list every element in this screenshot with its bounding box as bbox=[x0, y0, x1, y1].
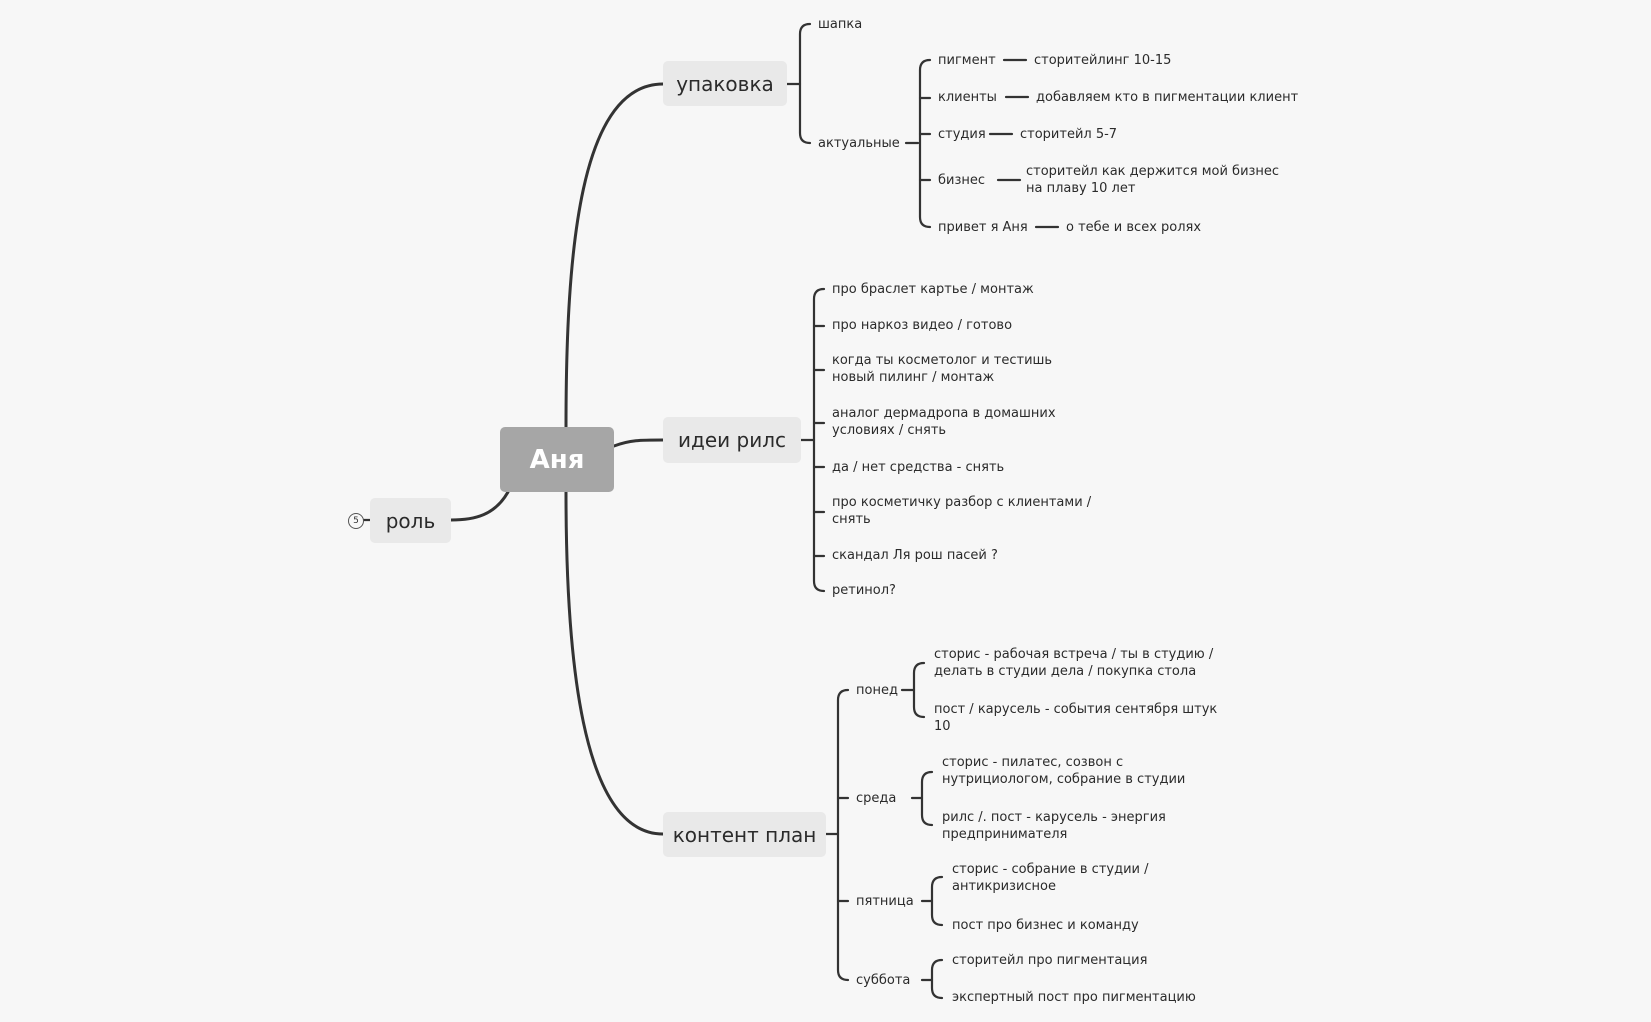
branch-upakovka[interactable]: упаковка bbox=[663, 61, 787, 106]
day-ponedelnik[interactable]: понед bbox=[856, 683, 898, 698]
branch-rol-label: роль bbox=[385, 508, 436, 533]
day-pyatnitsa[interactable]: пятница bbox=[856, 894, 914, 909]
connector-root-kontent bbox=[564, 490, 665, 836]
connector-root-upakovka bbox=[564, 82, 665, 429]
topic-studiya-child[interactable]: сторитейл 5-7 bbox=[1020, 127, 1118, 142]
connector-root-rol bbox=[449, 490, 510, 522]
idea-item[interactable]: про наркоз видео / готово bbox=[832, 318, 1013, 333]
plan-item[interactable]: сторис - рабочая встреча / ты в студию /… bbox=[934, 647, 1214, 679]
branch-idei-rils[interactable]: идеи рилс bbox=[663, 417, 801, 463]
topic-aktualnye[interactable]: актуальные bbox=[818, 136, 900, 151]
topic-privet-child[interactable]: о тебе и всех ролях bbox=[1066, 220, 1202, 235]
day-sreda[interactable]: среда bbox=[856, 791, 897, 806]
day-subbota[interactable]: суббота bbox=[856, 973, 911, 988]
topic-pigment[interactable]: пигмент bbox=[938, 53, 996, 68]
branch-upakovka-label: упаковка bbox=[676, 71, 774, 96]
idea-item[interactable]: когда ты косметолог и тестишь новый пили… bbox=[832, 353, 1053, 385]
plan-item[interactable]: пост про бизнес и команду bbox=[952, 918, 1139, 933]
branch-kontent-plan-label: контент план bbox=[672, 822, 817, 847]
branch-rol[interactable]: роль bbox=[370, 498, 451, 543]
root-topic[interactable]: Аня bbox=[500, 427, 614, 492]
idea-item[interactable]: да / нет средства - снять bbox=[832, 460, 1005, 475]
root-topic-label: Аня bbox=[529, 444, 585, 475]
topic-klienty-child[interactable]: добавляем кто в пигментации клиент bbox=[1036, 90, 1299, 105]
topic-privet[interactable]: привет я Аня bbox=[938, 220, 1028, 235]
plan-item[interactable]: сторитейл про пигментация bbox=[952, 953, 1148, 968]
plan-item[interactable]: пост / карусель - события сентября штук … bbox=[934, 702, 1218, 734]
topic-pigment-child[interactable]: сторитейлинг 10-15 bbox=[1034, 53, 1172, 68]
idea-item[interactable]: про браслет картье / монтаж bbox=[832, 282, 1034, 297]
plan-item[interactable]: рилс /. пост - карусель - энергия предпр… bbox=[942, 810, 1166, 842]
topic-biznes[interactable]: бизнес bbox=[938, 173, 986, 188]
topic-shapka[interactable]: шапка bbox=[818, 17, 863, 32]
branch-idei-rils-label: идеи рилс bbox=[678, 428, 786, 452]
plan-item[interactable]: экспертный пост про пигментацию bbox=[952, 990, 1196, 1005]
idea-item[interactable]: аналог дермадропа в домашних условиях / … bbox=[832, 406, 1056, 438]
idea-item[interactable]: ретинол? bbox=[832, 583, 896, 598]
collapsed-count-badge[interactable]: 5 bbox=[348, 513, 364, 529]
topic-biznes-child[interactable]: сторитейл как держится мой бизнес на пла… bbox=[1026, 164, 1280, 196]
plan-item[interactable]: сторис - собрание в студии / антикризисн… bbox=[952, 862, 1149, 894]
idea-item[interactable]: про косметичку разбор с клиентами / снят… bbox=[832, 495, 1092, 527]
branch-kontent-plan[interactable]: контент план bbox=[663, 812, 826, 857]
plan-item[interactable]: сторис - пилатес, созвон с нутрициологом… bbox=[942, 755, 1186, 787]
idea-item[interactable]: скандал Ля рош пасей ? bbox=[832, 548, 998, 563]
topic-studiya[interactable]: студия bbox=[938, 127, 986, 142]
connector-root-idei bbox=[612, 438, 665, 448]
topic-klienty[interactable]: клиенты bbox=[938, 90, 997, 105]
